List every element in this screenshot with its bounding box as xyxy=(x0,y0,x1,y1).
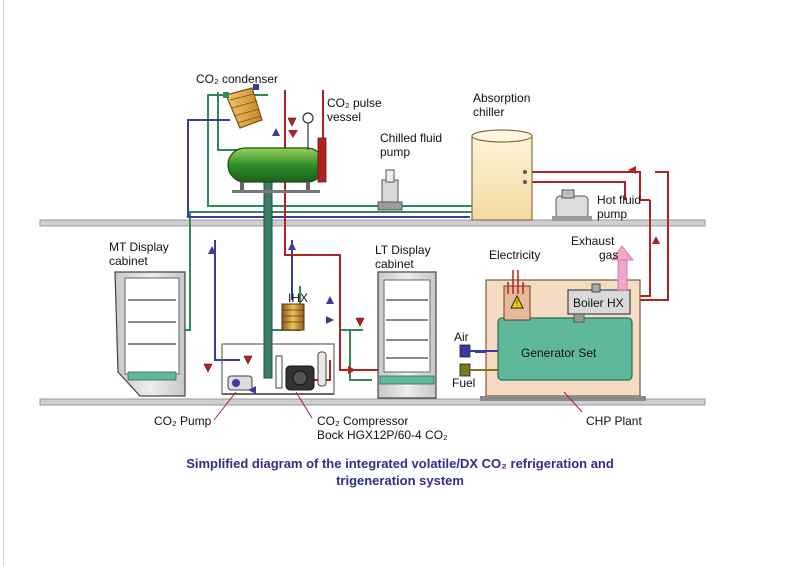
label-electricity: Electricity xyxy=(489,248,541,262)
air-inlet xyxy=(459,344,498,358)
label-mt-display-cabinet-2: cabinet xyxy=(109,254,148,268)
label-chilled-fluid-pump-1: Chilled fluid xyxy=(380,131,443,145)
absorption-chiller xyxy=(471,129,533,221)
lt-display-cabinet xyxy=(377,271,437,399)
label-boiler-hx: Boiler HX xyxy=(573,296,624,310)
mt-display-cabinet xyxy=(114,271,186,397)
label-generator-set: Generator Set xyxy=(521,346,597,360)
label-co2-pulse-vessel-1: CO₂ pulse xyxy=(327,96,382,110)
caption-line-2: trigeneration system xyxy=(336,473,464,488)
label-lt-display-cabinet-2: cabinet xyxy=(375,257,414,271)
label-absorption-chiller-2: chiller xyxy=(473,105,505,119)
label-exhaust-gas-2: gas xyxy=(599,248,619,262)
label-co2-pump: CO₂ Pump xyxy=(154,414,212,428)
label-fuel: Fuel xyxy=(452,376,476,390)
chilled-fluid-pump xyxy=(377,169,403,211)
label-co2-pulse-vessel-2: vessel xyxy=(327,110,362,124)
co2-pulse-vessel xyxy=(227,112,327,193)
co2-pump xyxy=(227,375,253,391)
exhaust-arrow-icon xyxy=(611,245,634,291)
caption-line-1: Simplified diagram of the integrated vol… xyxy=(186,456,614,471)
label-co2-compressor-2: Bock HGX12P/60-4 CO₂ xyxy=(317,428,448,442)
valve-icon xyxy=(203,117,365,373)
ihx xyxy=(281,303,305,331)
upper-floor xyxy=(39,219,706,227)
label-hot-fluid-pump-2: pump xyxy=(597,207,628,221)
fuel-inlet xyxy=(459,363,498,377)
label-lt-display-cabinet-1: LT Display xyxy=(375,243,431,257)
svg-text:!: ! xyxy=(516,299,518,308)
label-hot-fluid-pump-1: Hot fluid xyxy=(597,193,642,207)
label-chilled-fluid-pump-2: pump xyxy=(380,145,411,159)
chp-plant: ! xyxy=(480,270,646,401)
lower-floor xyxy=(39,398,706,406)
label-exhaust-gas-1: Exhaust xyxy=(571,234,615,248)
leader-lines xyxy=(213,391,583,421)
warning-icon xyxy=(510,294,524,309)
label-absorption-chiller-1: Absorption xyxy=(473,91,531,105)
label-ihx: IHX xyxy=(288,291,309,305)
label-air: Air xyxy=(454,330,469,344)
flow-arrow-icon xyxy=(208,128,334,394)
page-edge xyxy=(3,0,4,566)
co2-condenser xyxy=(223,84,263,129)
hot-flow-arrow-icon xyxy=(348,166,660,374)
label-co2-condenser: CO₂ condenser xyxy=(196,72,279,86)
label-co2-compressor-1: CO₂ Compressor xyxy=(317,414,409,428)
compressor-rack xyxy=(221,343,335,395)
label-mt-display-cabinet-1: MT Display xyxy=(109,240,169,254)
hot-fluid-pump xyxy=(552,189,592,221)
co2-downcomer xyxy=(263,177,273,379)
co2-compressor xyxy=(285,365,315,391)
label-chp-plant: CHP Plant xyxy=(586,414,642,428)
